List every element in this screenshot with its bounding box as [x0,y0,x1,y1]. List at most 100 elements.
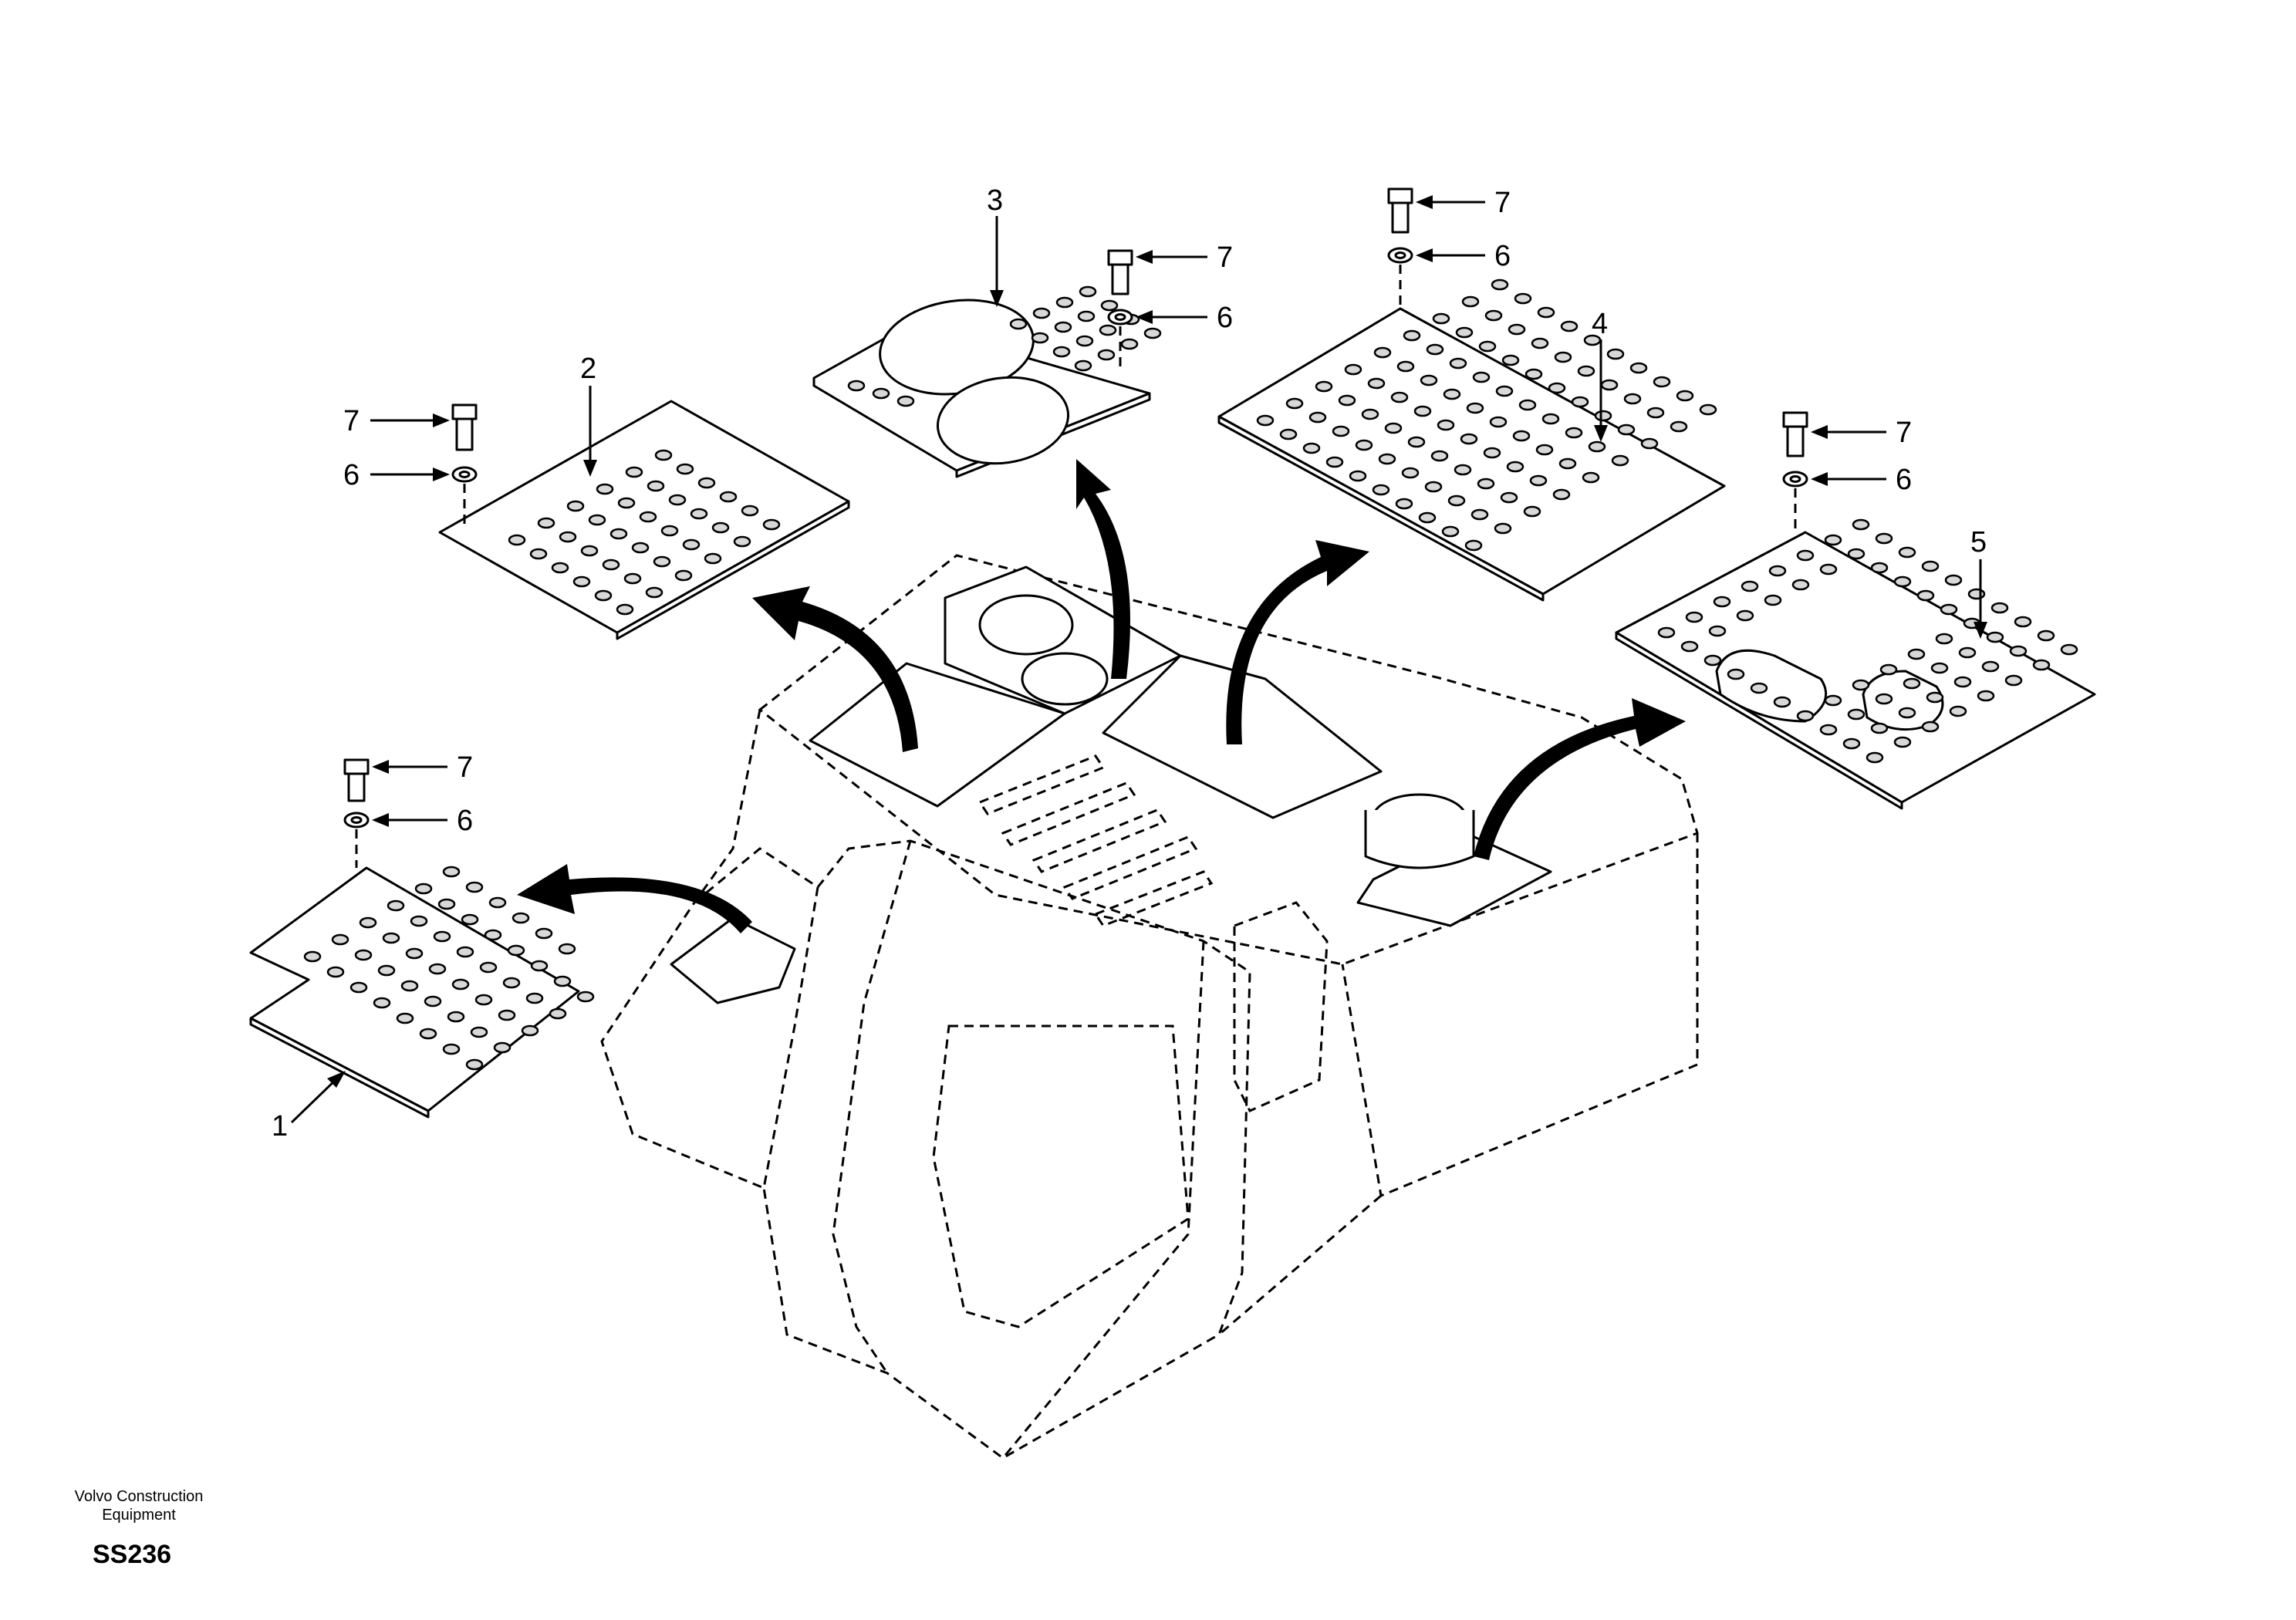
vent-hole [896,395,915,407]
vent-hole [1432,312,1450,325]
vent-hole [373,997,391,1009]
vent-hole [1852,679,1870,691]
vent-hole [465,881,484,893]
vent-hole [617,497,636,509]
vent-hole [405,947,424,960]
vent-hole [1143,327,1162,339]
callout-3: 3 [987,184,1003,217]
vent-hole [1870,722,1889,734]
vent-hole [1847,708,1866,721]
vent-hole [697,477,716,489]
vent-hole [1491,278,1509,291]
vent-hole [508,534,526,546]
vent-hole [400,980,419,992]
vent-hole [1852,518,1870,531]
vent-hole [1676,390,1694,402]
vent-hole [1097,349,1116,361]
vent-hole [1501,354,1520,366]
vent-hole [1646,407,1665,419]
vent-hole [1594,410,1612,422]
vent-hole [1541,413,1560,425]
vent-hole [1460,433,1478,445]
vent-hole [1426,343,1444,356]
vent-hole [1935,633,1953,645]
vent-hole [525,992,544,1004]
manufacturer-label: Volvo Construction Equipment [54,1487,224,1524]
vent-hole [1537,306,1555,319]
vent-hole [1558,457,1577,470]
vent-hole [594,589,613,602]
vent-hole [1401,467,1420,479]
vent-hole [609,528,628,540]
vent-hole [1944,574,1963,586]
leader-lines [290,195,1987,1124]
manufacturer-line-1: Volvo Construction [74,1488,204,1505]
vent-hole [1308,411,1327,424]
vent-hole [1373,346,1392,359]
vent-hole [1378,453,1396,465]
vent-hole [1736,609,1754,622]
vent-hole [442,866,461,878]
vent-hole [1424,481,1443,493]
vent-hole [470,1026,488,1038]
vent-hole [623,572,642,585]
vent-hole [1898,707,1916,719]
callout-6-plate2: 6 [343,459,360,491]
vent-hole [1893,736,1912,748]
vent-hole [535,927,553,940]
vent-hole [741,505,759,517]
vent-hole [1875,693,1893,705]
vent-hole [1588,440,1606,453]
vent-hole [456,946,474,958]
vent-hole [1099,324,1117,336]
vent-hole [653,555,671,568]
vent-hole [1703,654,1722,667]
vent-hole [1531,337,1549,349]
vent-hole [1764,594,1782,606]
vent-hole [654,449,673,461]
vent-hole [410,915,428,927]
vent-hole [847,380,866,392]
vent-hole [580,545,599,557]
vent-hole [1484,309,1503,322]
vent-hole [1796,710,1815,722]
vent-hole [1403,329,1421,342]
vent-hole [529,548,548,560]
vent-hole [1552,488,1571,501]
vent-hole [488,896,507,909]
plate-4 [1217,307,1726,602]
vent-hole [1256,414,1275,427]
machine-body-outline [600,554,1699,1460]
vent-hole [387,899,405,912]
vent-hole [484,929,502,941]
vent-hole [1866,751,1884,764]
document-footer: Volvo Construction Equipment SS236 [54,1487,224,1570]
vent-hole [1052,346,1071,358]
vent-hole [424,995,442,1007]
callout-labels: 1 2 3 4 5 6 7 7 6 7 6 7 6 7 6 [272,184,1987,1142]
vent-hole [647,480,665,492]
vent-hole [602,559,620,571]
vent-hole [2014,616,2032,628]
callout-2: 2 [580,353,596,385]
bolts-and-washers [343,187,1808,868]
callout-4: 4 [1592,308,1608,340]
vent-hole [1921,721,1940,733]
diagram-code: SS236 [93,1540,172,1569]
vent-hole [377,964,396,977]
vent-hole [1494,522,1512,535]
vent-hole [1653,376,1671,388]
ventilation-holes [303,278,2078,1071]
vent-hole [1623,393,1642,405]
vent-hole [690,508,708,520]
vent-hole [1325,456,1344,468]
callout-6-plate4: 6 [1494,240,1511,272]
callout-7-plate2: 7 [343,405,360,437]
vent-hole [1279,428,1298,440]
callout-6-plate5: 6 [1896,464,1912,496]
vent-hole [537,517,555,529]
vent-hole [1407,436,1426,448]
vent-hole [1500,491,1518,504]
vent-hole [1443,388,1461,400]
